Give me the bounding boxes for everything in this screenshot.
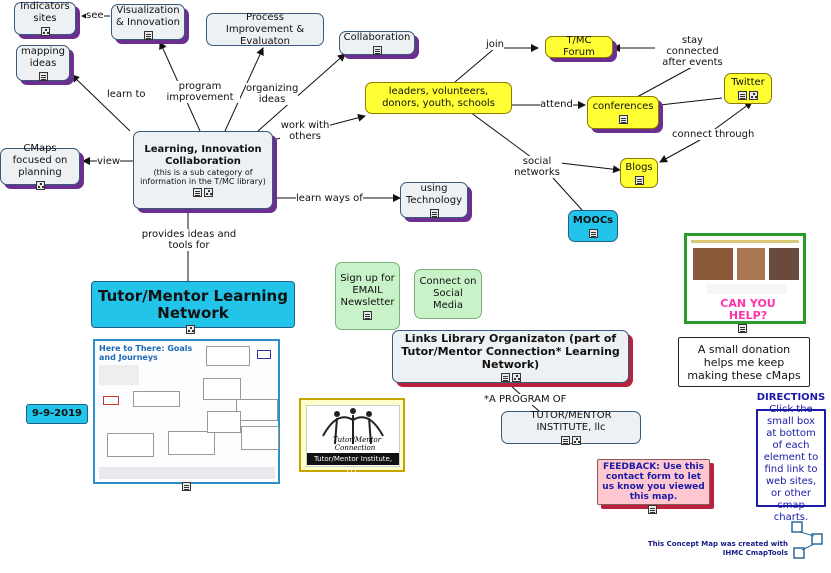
node-label: Sign up for EMAIL Newsletter <box>340 272 395 308</box>
node-label: A small donation helps me keep making th… <box>687 342 801 382</box>
document-link-icon[interactable] <box>38 71 48 81</box>
document-link-icon[interactable] <box>648 505 657 514</box>
node-moocs[interactable]: MOOCs <box>568 210 618 242</box>
node-label: MOOCs <box>572 214 614 226</box>
cmap-link-icon[interactable] <box>40 27 50 36</box>
node-label: Collaboration <box>343 31 411 43</box>
thumbnail-title: Here to There: Goals and Journeys <box>99 344 193 362</box>
cmaptools-logo-icon <box>791 521 823 559</box>
node-cmaps-planning[interactable]: CMaps focused on planning <box>0 143 80 190</box>
logo-caption: Tutor/Mentor Institute, LLC <box>307 453 399 475</box>
document-link-icon[interactable] <box>363 310 372 320</box>
logo-wordmark: Tutor/Mentor Connection <box>333 436 382 452</box>
node-label: conferences <box>592 101 654 112</box>
node-label: mapping ideas <box>20 45 66 69</box>
donation-headline: CAN YOU HELP? <box>720 297 776 322</box>
node-leaders-volunteers: leaders, volunteers, donors, youth, scho… <box>365 82 512 114</box>
node-donation-note: A small donation helps me keep making th… <box>678 337 810 387</box>
link-label-provides-ideas: provides ideas and tools for <box>138 229 240 251</box>
document-link-icon[interactable] <box>588 228 598 238</box>
node-collaboration[interactable]: Collaboration <box>339 31 415 55</box>
node-learning-innovation[interactable]: Learning, Innovation Collaboration (this… <box>133 131 273 209</box>
link-label-social-networks: social networks <box>512 156 562 178</box>
node-label: Tutor/Mentor Learning Network <box>98 286 288 322</box>
cmap-link-icon[interactable] <box>572 436 581 445</box>
node-label: Process Improvement & Evaluaton <box>225 11 305 47</box>
link-label-organizing-ideas: organizing ideas <box>246 83 299 105</box>
node-signup-newsletter[interactable]: Sign up for EMAIL Newsletter <box>335 262 400 330</box>
node-label: T/MC Forum <box>563 35 595 58</box>
link-label-stay-connected: stay connected after events <box>655 35 730 68</box>
node-label: Blogs <box>625 161 653 173</box>
node-feedback[interactable]: FEEDBACK: Use this contact form to let u… <box>597 459 710 505</box>
node-connect-social-media[interactable]: Connect on Social Media <box>414 269 482 319</box>
cmap-link-icon[interactable] <box>35 181 45 190</box>
node-label: Indicators sites <box>20 1 70 24</box>
link-label-program-improvement: program improvement <box>160 81 240 103</box>
node-links-library[interactable]: Links Library Organizaton (part of Tutor… <box>392 330 629 383</box>
node-tmc-forum: T/MC Forum <box>545 35 613 58</box>
journey-thumbnail[interactable]: Here to There: Goals and Journeys <box>93 339 280 484</box>
document-link-icon[interactable] <box>429 208 439 218</box>
cmap-link-icon[interactable] <box>749 91 758 100</box>
node-tutor-mentor-institute[interactable]: TUTOR/MENTOR INSTITUTE, llc <box>501 410 641 445</box>
cmap-link-icon[interactable] <box>186 325 195 334</box>
node-label: CMaps focused on planning <box>12 143 68 178</box>
link-label-program-of: *A PROGRAM OF <box>484 394 567 405</box>
node-date: 9-9-2019 <box>26 404 88 424</box>
link-label-connect-through: connect through <box>672 129 755 140</box>
node-label: leaders, volunteers, donors, youth, scho… <box>382 86 495 109</box>
node-indicators-sites[interactable]: Indicators sites <box>14 1 76 36</box>
document-link-icon[interactable] <box>634 175 644 185</box>
credit-line-1: This Concept Map was created with <box>647 540 788 548</box>
node-label: using Technology <box>405 182 462 206</box>
document-link-icon[interactable] <box>193 187 202 197</box>
node-label: Learning, Innovation Collaboration <box>144 143 262 167</box>
figures-logo-icon <box>322 408 384 445</box>
node-mapping-ideas[interactable]: mapping ideas <box>16 45 70 81</box>
document-link-icon[interactable] <box>618 115 628 124</box>
document-link-icon[interactable] <box>143 30 153 40</box>
credit-line-2: IHMC CmapTools <box>722 549 788 557</box>
node-label: Twitter <box>731 77 765 88</box>
link-label-see: see <box>86 10 104 21</box>
node-label: Links Library Organizaton (part of Tutor… <box>401 331 620 371</box>
cmap-link-icon[interactable] <box>511 372 521 382</box>
link-label-work-with-others: work with others <box>280 120 330 142</box>
document-link-icon[interactable] <box>182 482 191 491</box>
node-process-improvement: Process Improvement & Evaluaton <box>206 11 324 47</box>
donation-thumbnail[interactable]: CAN YOU HELP? <box>684 233 806 324</box>
cmaptools-credit: This Concept Map was created with IHMC C… <box>646 540 788 558</box>
node-blogs[interactable]: Blogs <box>620 158 658 188</box>
cmap-link-icon[interactable] <box>204 187 213 197</box>
node-label: TUTOR/MENTOR INSTITUTE, llc <box>530 410 612 433</box>
link-label-attend: attend <box>540 99 573 110</box>
link-label-join: join <box>486 39 505 50</box>
node-label: FEEDBACK: Use this contact form to let u… <box>602 462 705 502</box>
link-label-learn-ways-of: learn ways of <box>296 193 363 204</box>
node-directions: DIRECTIONS Click the small box at bottom… <box>756 392 826 523</box>
document-link-icon[interactable] <box>500 372 510 382</box>
node-label: Connect on Social Media <box>419 276 477 311</box>
node-conferences[interactable]: conferences <box>587 96 659 129</box>
node-label: Visualization & Innovation <box>116 4 180 28</box>
directions-title: DIRECTIONS <box>756 392 826 403</box>
document-link-icon[interactable] <box>561 436 570 445</box>
node-tutor-mentor-learning-network: Tutor/Mentor Learning Network <box>91 281 295 328</box>
link-label-learn-to: learn to <box>107 89 146 100</box>
document-link-icon[interactable] <box>372 45 382 55</box>
document-link-icon[interactable] <box>738 324 747 333</box>
link-label-view: view <box>97 156 121 167</box>
node-sublabel: (this is a sub category of information i… <box>140 167 266 186</box>
node-twitter[interactable]: Twitter <box>724 73 772 104</box>
node-visualization-innovation[interactable]: Visualization & Innovation <box>111 4 185 40</box>
node-using-technology[interactable]: using Technology <box>400 182 468 218</box>
document-link-icon[interactable] <box>738 91 747 100</box>
institute-logo-box: Tutor/Mentor Connection Tutor/Mentor Ins… <box>299 398 405 475</box>
node-label: 9-9-2019 <box>31 408 83 419</box>
directions-text: Click the small box at bottom of each el… <box>763 404 819 523</box>
